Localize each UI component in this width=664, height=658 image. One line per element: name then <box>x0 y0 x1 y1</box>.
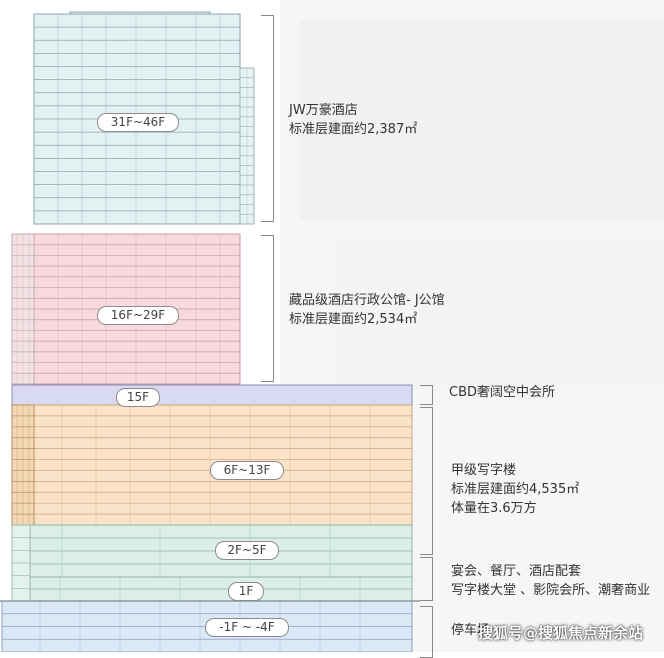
label-club: CBD奢阔空中会所 <box>449 383 555 402</box>
bracket-office <box>420 407 433 555</box>
floor-tag-lobby: 1F <box>228 582 264 601</box>
label-office: 甲级写字楼 标准层建面约4,535㎡ 体量在3.6万方 <box>451 461 579 518</box>
label-club-title: CBD奢阔空中会所 <box>449 385 556 400</box>
label-parking: 停车场 <box>451 621 490 640</box>
watermark: 搜狐号@搜狐焦点新余站 <box>478 624 644 642</box>
floor-tag-podium: 2F~5F <box>215 541 279 560</box>
bracket-jw-hotel <box>261 15 274 222</box>
label-lobby-title: 写字楼大堂 、影院会所、潮奢商业 <box>451 583 651 598</box>
label-jw-hotel: JW万豪酒店 标准层建面约2,387㎡ <box>289 101 417 139</box>
label-office-volume: 体量在3.6万方 <box>451 501 537 516</box>
label-exec-apartment-area: 标准层建面约2,534㎡ <box>289 312 418 327</box>
label-office-area: 标准层建面约4,535㎡ <box>451 482 580 497</box>
floor-tag-jw-hotel: 31F~46F <box>97 113 179 132</box>
label-exec-apartment: 藏品级酒店行政公馆- J公馆 标准层建面约2,534㎡ <box>289 291 445 329</box>
label-lobby: 写字楼大堂 、影院会所、潮奢商业 <box>451 581 650 600</box>
floor-tag-office: 6F~13F <box>210 461 284 480</box>
floor-tag-exec-apartment: 16F~29F <box>97 306 179 325</box>
floor-tag-parking: -1F ~ -4F <box>205 618 289 637</box>
label-podium: 宴会、餐厅、酒店配套 <box>451 562 581 581</box>
label-podium-title: 宴会、餐厅、酒店配套 <box>451 564 582 579</box>
label-parking-title: 停车场 <box>451 623 491 638</box>
block-club <box>11 384 413 406</box>
label-jw-hotel-title: JW万豪酒店 <box>289 103 358 118</box>
bracket-podium <box>420 557 433 601</box>
bracket-club <box>420 385 433 405</box>
label-office-title: 甲级写字楼 <box>451 463 517 478</box>
label-exec-apartment-title: 藏品级酒店行政公馆- J公馆 <box>289 293 445 308</box>
bracket-parking <box>420 606 433 658</box>
floor-tag-club: 15F <box>116 388 160 407</box>
bracket-exec-apartment <box>261 235 274 382</box>
label-jw-hotel-area: 标准层建面约2,387㎡ <box>289 122 418 137</box>
